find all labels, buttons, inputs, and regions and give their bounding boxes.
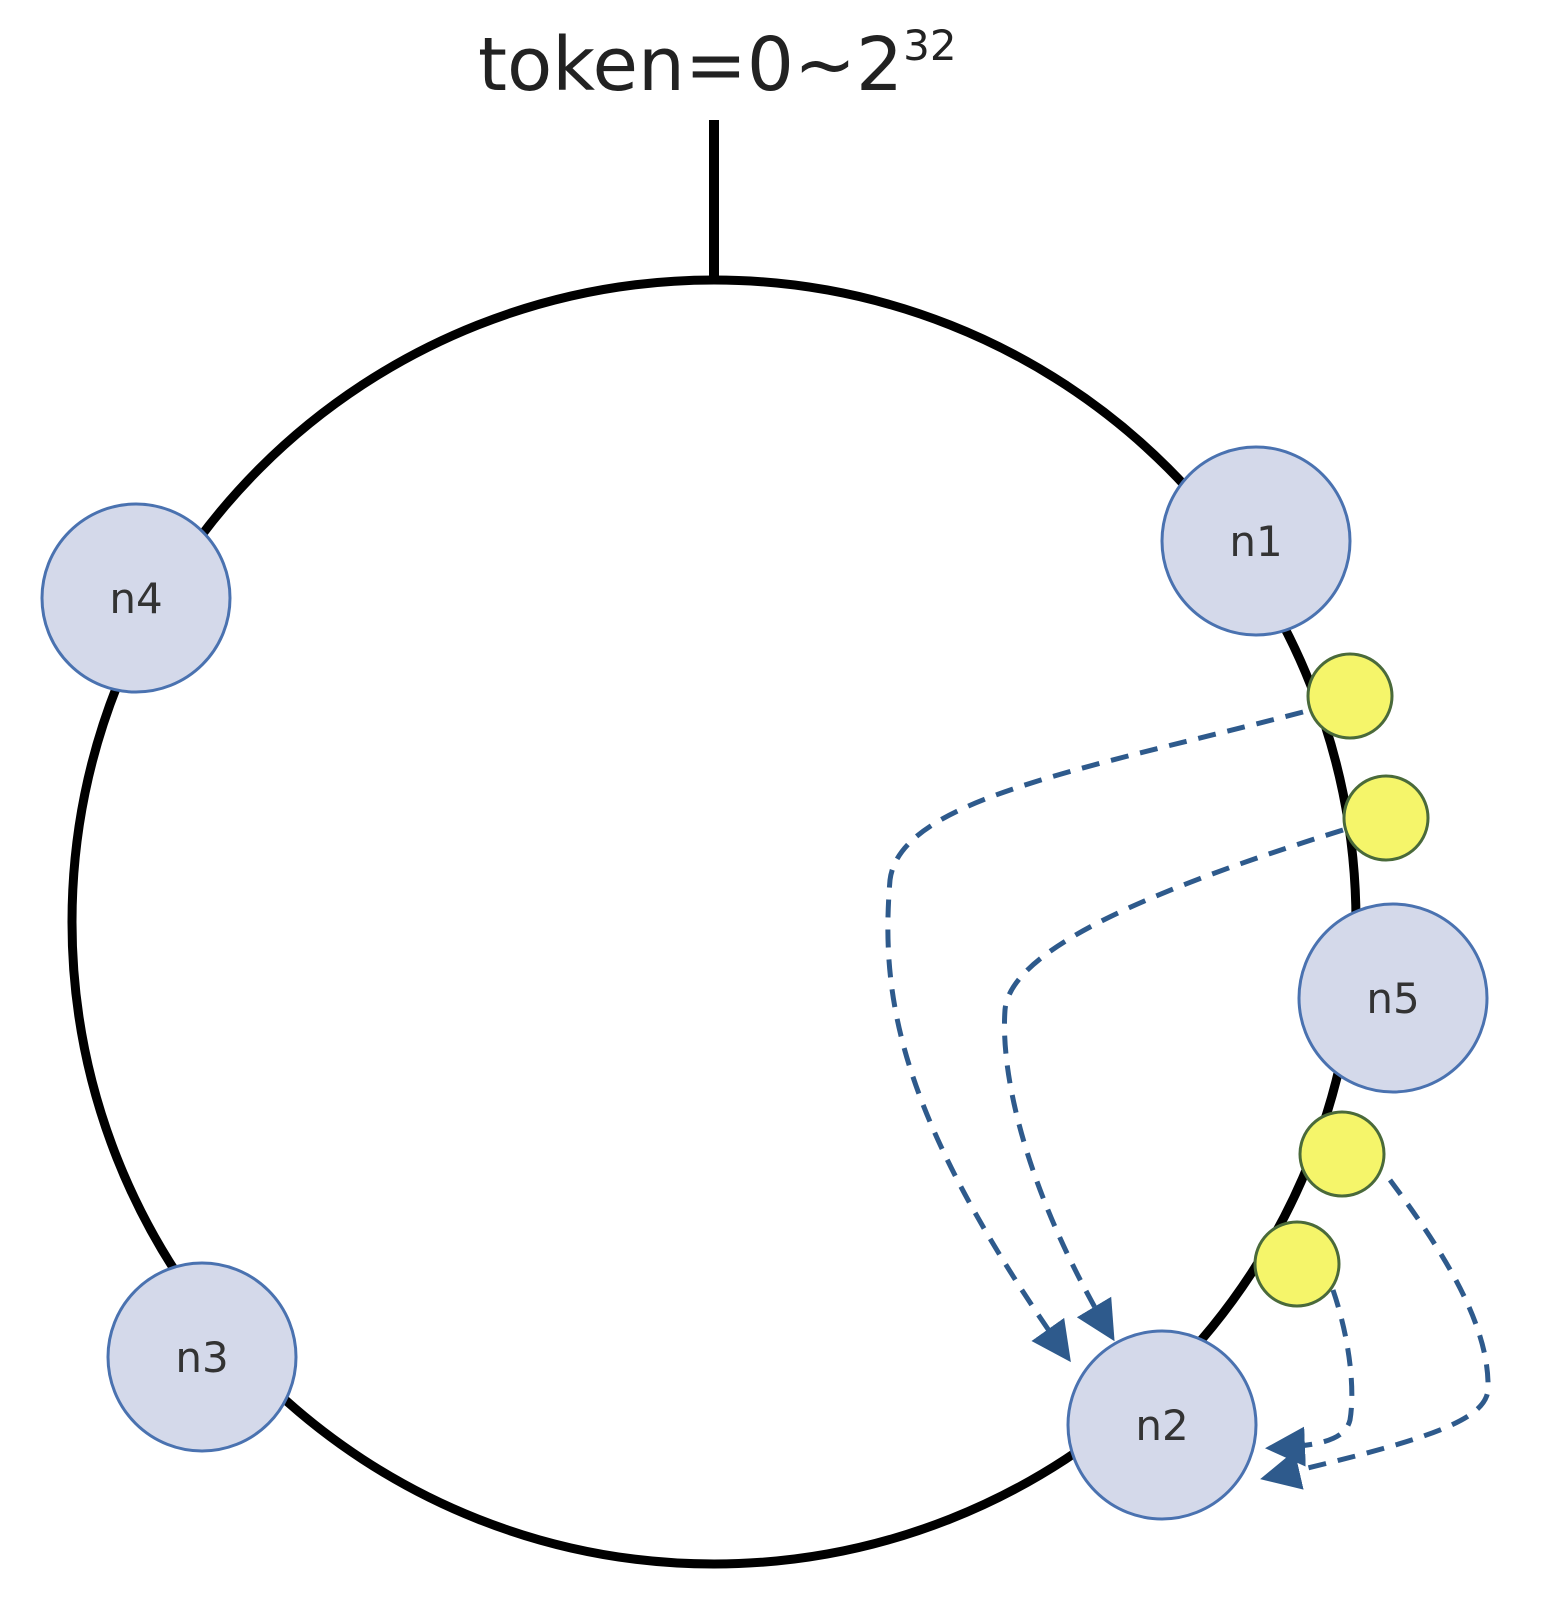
arrow-group (885, 709, 1491, 1490)
node-n5-label: n5 (1366, 974, 1419, 1023)
node-n1-circle (1160, 445, 1352, 637)
node-n2-label: n2 (1135, 1401, 1188, 1450)
ring-title-base: token=0~2 (478, 22, 903, 108)
token-point-1[interactable] (1306, 652, 1394, 740)
node-n4[interactable]: n4 (40, 502, 232, 694)
arrow-token-4-to-n2 (1265, 1289, 1355, 1467)
arrow-token-2-to-n2 (1002, 827, 1344, 1342)
token-point-4[interactable] (1253, 1220, 1341, 1308)
node-n5-circle (1297, 902, 1489, 1094)
node-n4-label: n4 (109, 574, 162, 623)
node-n1-label: n1 (1229, 517, 1282, 566)
arrow-token-1-to-n2 (885, 709, 1304, 1363)
node-n3-label: n3 (175, 1333, 228, 1382)
token-point-3[interactable] (1298, 1110, 1386, 1198)
token-point-2[interactable] (1342, 774, 1430, 862)
node-n4-circle (40, 502, 232, 694)
ring-title-exponent: 32 (903, 21, 956, 70)
node-n5[interactable]: n5 (1297, 902, 1489, 1094)
node-n2[interactable]: n2 (1066, 1329, 1258, 1521)
ring-title: token=0~232 (478, 21, 957, 108)
node-n1[interactable]: n1 (1160, 445, 1352, 637)
node-n3-circle (106, 1261, 298, 1453)
node-n2-circle (1066, 1329, 1258, 1521)
node-n3[interactable]: n3 (106, 1261, 298, 1453)
